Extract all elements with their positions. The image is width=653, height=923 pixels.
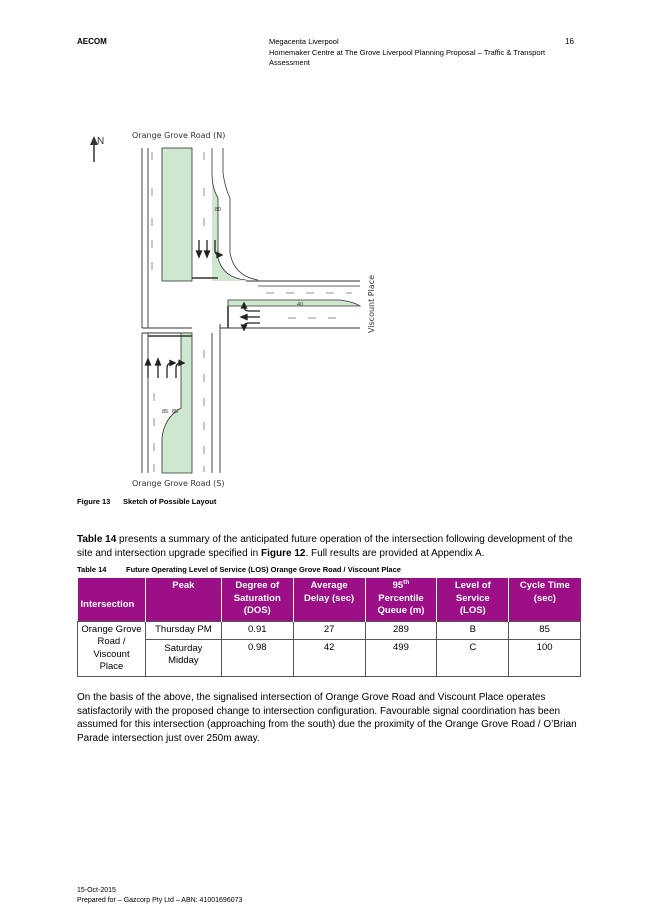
header-queue-sup: th	[403, 578, 410, 586]
road-label-east: Viscount Place	[367, 275, 376, 333]
cell-peak: Thursday PM	[144, 620, 222, 640]
project-title-line2: Homemaker Centre at The Grove Liverpool …	[269, 47, 546, 68]
lane-label-north: 80	[215, 207, 221, 213]
cell-cycle: 100	[508, 638, 581, 677]
figure-caption-text: Sketch of Possible Layout	[123, 497, 217, 506]
lane-label-south-2: 85	[172, 409, 178, 415]
intro-table-ref: Table 14	[77, 534, 117, 545]
intro-figure-ref: Figure 12	[261, 547, 306, 559]
project-title: Megacenta Liverpool Homemaker Centre at …	[269, 37, 569, 69]
cell-queue: 289	[364, 620, 438, 640]
table-row: Orange Grove Road / Viscount Place Thurs…	[77, 620, 581, 677]
table-row: Saturday Midday 0.98 42 499 C 100	[78, 638, 581, 677]
header-delay-line2: Delay (sec)	[304, 592, 355, 604]
header-cycle: Cycle Time (sec)	[508, 578, 581, 621]
north-arrow-icon	[90, 136, 98, 162]
header-delay-line1: Average	[310, 580, 348, 591]
header-los-line2: Service	[455, 592, 490, 604]
lane-label-south-1: 85	[162, 409, 168, 415]
footer-date: 15-Oct-2015	[77, 887, 116, 894]
header-intersection: Intersection	[77, 578, 146, 621]
table-caption: Table 14 Future Operating Level of Servic…	[77, 565, 401, 574]
south-lane-arrows	[144, 357, 186, 378]
road-label-south: Orange Grove Road (S)	[132, 479, 224, 488]
footer-prepared-for: Prepared for – Gazcorp Pty Ltd – ABN: 41…	[77, 896, 243, 904]
company-name: AECOM	[77, 37, 107, 46]
header-dos: Degree of Saturation (DOS)	[221, 578, 294, 621]
page-number: 16	[565, 37, 574, 46]
cell-delay: 27	[292, 620, 366, 640]
east-median	[227, 299, 362, 307]
north-left-turn-island	[212, 148, 246, 281]
cell-cycle: 85	[508, 620, 581, 640]
header-delay: Average Delay (sec)	[293, 578, 366, 621]
north-lane-arrows	[195, 240, 224, 259]
table-caption-number: Table 14	[77, 565, 107, 574]
table-caption-text: Future Operating Level of Service (LOS) …	[126, 565, 401, 574]
east-lane-arrows	[239, 301, 260, 332]
intro-text-1: presents a summary of the anticipated fu…	[77, 534, 573, 559]
north-label: N	[97, 136, 104, 147]
cell-peak: Saturday Midday	[144, 638, 222, 677]
conclusion-paragraph: On the basis of the above, the signalise…	[77, 692, 577, 744]
header-queue: 95th Percentile Queue (m)	[365, 578, 438, 621]
los-table: Intersection Peak Degree of Saturation (…	[77, 578, 581, 677]
header-peak: Peak	[145, 578, 222, 621]
south-median	[161, 332, 193, 474]
header-cycle-line1: Cycle Time	[519, 580, 570, 591]
page-footer: 15-Oct-2015 Prepared for – Gazcorp Pty L…	[77, 886, 242, 905]
cell-los: B	[436, 620, 510, 640]
header-dos-line3: (DOS)	[243, 605, 271, 616]
cell-dos: 0.91	[220, 620, 294, 640]
header-queue-line1: 95	[392, 580, 404, 591]
figure-caption: Figure 13 Sketch of Possible Layout	[77, 497, 216, 506]
header-queue-line2: Percentile	[378, 592, 424, 604]
table-header-row: Intersection Peak Degree of Saturation (…	[77, 578, 581, 621]
cell-los: C	[436, 638, 510, 677]
lane-label-east: 40	[297, 302, 303, 308]
road-label-north: Orange Grove Road (N)	[132, 131, 225, 140]
cell-intersection: Orange Grove Road / Viscount Place	[77, 620, 146, 677]
intersection-sketch-svg: N Orange Grove Road (N)	[90, 131, 376, 488]
intersection-layout-sketch: N Orange Grove Road (N)	[78, 128, 388, 488]
cell-delay: 42	[292, 638, 366, 677]
intro-paragraph: Table 14 presents a summary of the antic…	[77, 533, 577, 560]
project-title-line1: Megacenta Liverpool	[269, 37, 339, 46]
north-median	[161, 147, 193, 282]
intro-text-2: . Full results are provided at Appendix …	[305, 547, 485, 559]
cell-queue: 499	[364, 638, 438, 677]
header-los: Level of Service (LOS)	[436, 578, 510, 621]
header-queue-line3: Queue (m)	[377, 605, 425, 616]
header-dos-line1: Degree of	[235, 580, 280, 591]
header-dos-line2: Saturation	[233, 592, 281, 604]
header-los-line1: Level of	[454, 580, 491, 591]
header-los-line3: (LOS)	[459, 605, 486, 616]
figure-caption-number: Figure 13	[77, 497, 111, 506]
cell-dos: 0.98	[220, 638, 294, 677]
header-cycle-line2: (sec)	[533, 592, 556, 604]
